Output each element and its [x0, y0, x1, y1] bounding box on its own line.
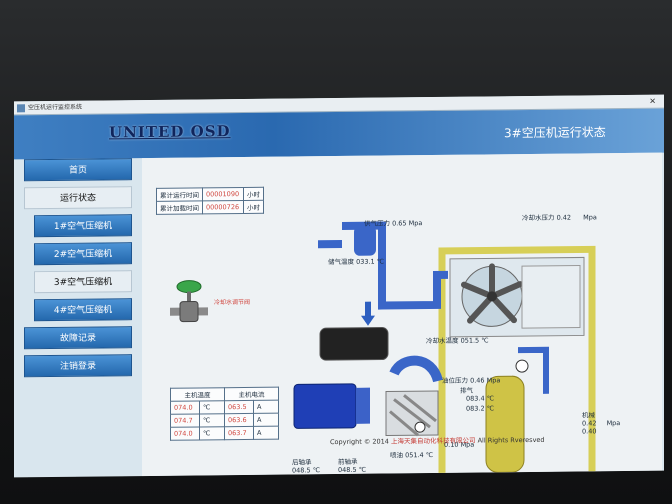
nav-compressor-3[interactable]: 3#空气压缩机 — [34, 270, 132, 294]
window-title: 空压机运行监控系统 — [28, 103, 83, 112]
app-icon — [17, 104, 25, 113]
supply-pressure-label: 供气压力 0.65 Mpa — [364, 219, 423, 228]
page-title: 3#空压机运行状态 — [504, 125, 606, 141]
inlet-filter — [319, 327, 389, 361]
hmi-screen: 空压机运行监控系统 ✕ UNITED OSD 3#空压机运行状态 首页 运行状态… — [14, 94, 664, 478]
gauge-icon — [515, 359, 529, 373]
nav-fault-log[interactable]: 故障记录 — [24, 326, 132, 350]
storage-temp-label: 储气温度 033.1 ℃ — [328, 257, 385, 267]
oil-separator — [485, 375, 525, 473]
nav-compressor-4[interactable]: 4#空气压缩机 — [34, 298, 132, 322]
gauge-icon — [414, 421, 426, 433]
compressor-diagram — [293, 221, 596, 477]
air-tank — [354, 225, 376, 256]
main-panel: 累计运行时间 00001090 小时 累计加载时间 00000726 小时 冷却… — [142, 152, 662, 477]
fin-block — [521, 264, 581, 329]
nav-logout[interactable]: 注销登录 — [24, 354, 132, 378]
nav-compressor-1[interactable]: 1#空气压缩机 — [34, 214, 132, 238]
motor — [293, 383, 357, 429]
exhaust-value-1: 083.4 ℃ — [466, 394, 494, 403]
discharge-pipe — [389, 355, 443, 383]
oil-pressure-label: 油位压力 0.46 Mpa — [442, 376, 501, 385]
cool-pressure-label: 冷却水压力 0.42 Mpa — [522, 213, 597, 223]
control-valve-icon[interactable] — [166, 277, 212, 325]
exhaust-label: 排气 — [460, 386, 473, 395]
sidebar: 首页 运行状态 1#空气压缩机 2#空气压缩机 3#空气压缩机 4#空气压缩机 … — [24, 158, 132, 383]
app-header: UNITED OSD 3#空压机运行状态 — [14, 108, 664, 160]
fan-icon — [461, 263, 523, 327]
water-pipe — [342, 221, 448, 310]
nav-compressor-2[interactable]: 2#空气压缩机 — [34, 242, 132, 266]
oil-pipe-frame — [438, 245, 596, 477]
cool-water-temp-label: 冷却水温度 051.5 ℃ — [426, 336, 489, 346]
spray-label: 喷油 051.4 ℃ — [390, 451, 434, 460]
nav-home[interactable]: 首页 — [24, 158, 132, 182]
close-icon[interactable]: ✕ — [649, 96, 656, 106]
nav-run-status[interactable]: 运行状态 — [24, 186, 132, 210]
brand-logo: UNITED OSD — [109, 122, 231, 142]
exhaust-value-2: 083.2 ℃ — [466, 404, 494, 413]
